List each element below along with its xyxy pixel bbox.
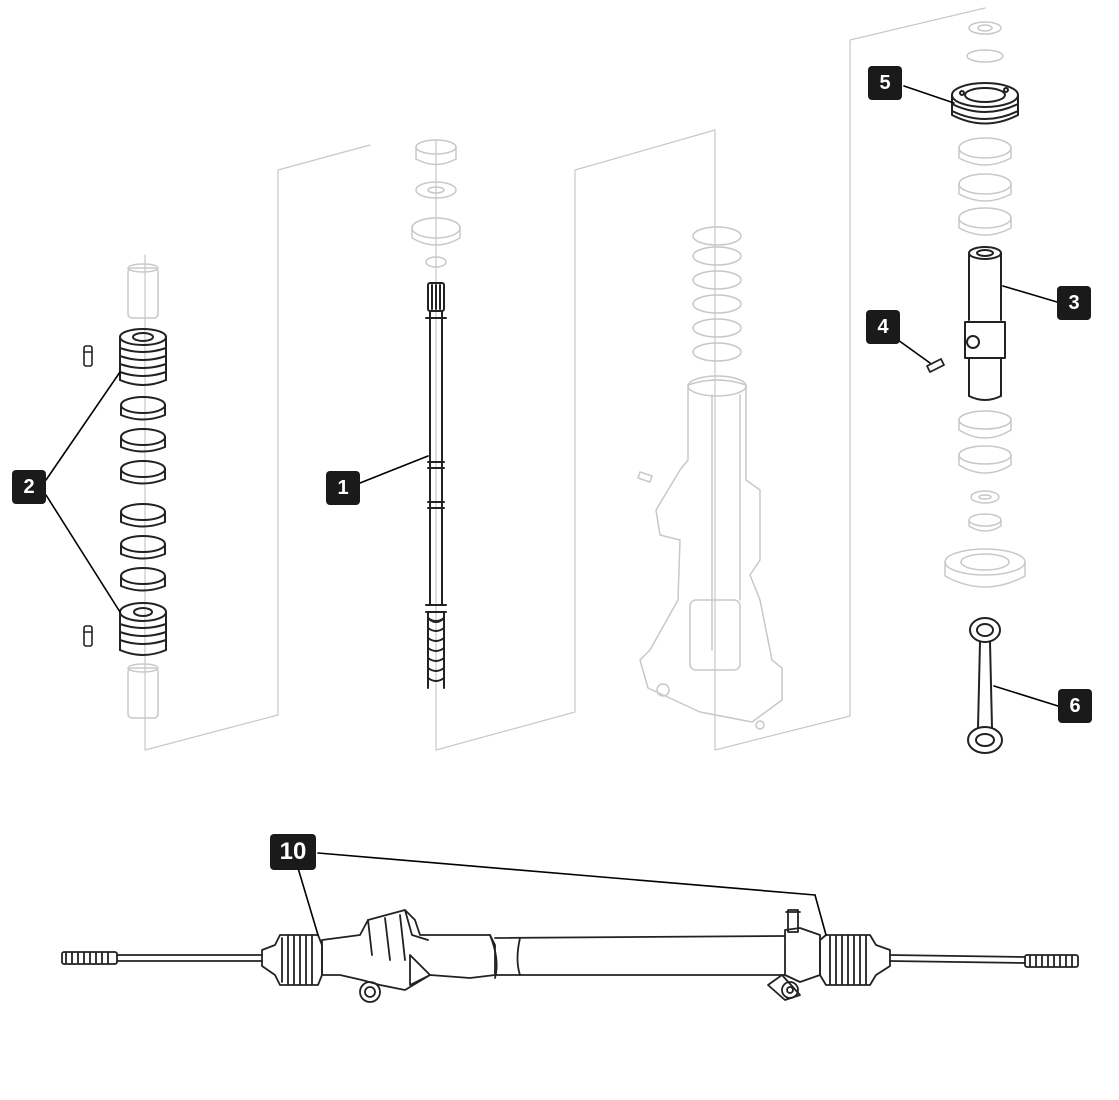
leader-10b	[317, 852, 816, 896]
callout-6: 6	[1058, 689, 1092, 723]
steering-rack-icon	[61, 909, 1079, 1003]
leader-5	[903, 85, 955, 104]
valve-assembly-icon	[83, 263, 167, 719]
callout-4: 4	[866, 310, 900, 344]
callout-1: 1	[326, 471, 360, 505]
leader-2a	[45, 371, 121, 481]
leader-3	[1002, 285, 1058, 303]
leader-2b	[45, 494, 121, 613]
pinion-shaft-icon	[411, 139, 461, 689]
leader-10c	[814, 894, 827, 936]
leader-4	[897, 339, 931, 364]
housing-icon	[637, 226, 783, 730]
callout-2: 2	[12, 470, 46, 504]
input-shaft-icon	[926, 21, 1026, 754]
leader-lines	[45, 85, 1059, 936]
callout-5: 5	[868, 66, 902, 100]
leader-1	[359, 455, 429, 484]
background-planes	[144, 7, 986, 751]
leader-10a	[297, 867, 319, 936]
callout-10: 10	[270, 834, 316, 870]
callout-3: 3	[1057, 286, 1091, 320]
leader-6	[993, 685, 1059, 707]
